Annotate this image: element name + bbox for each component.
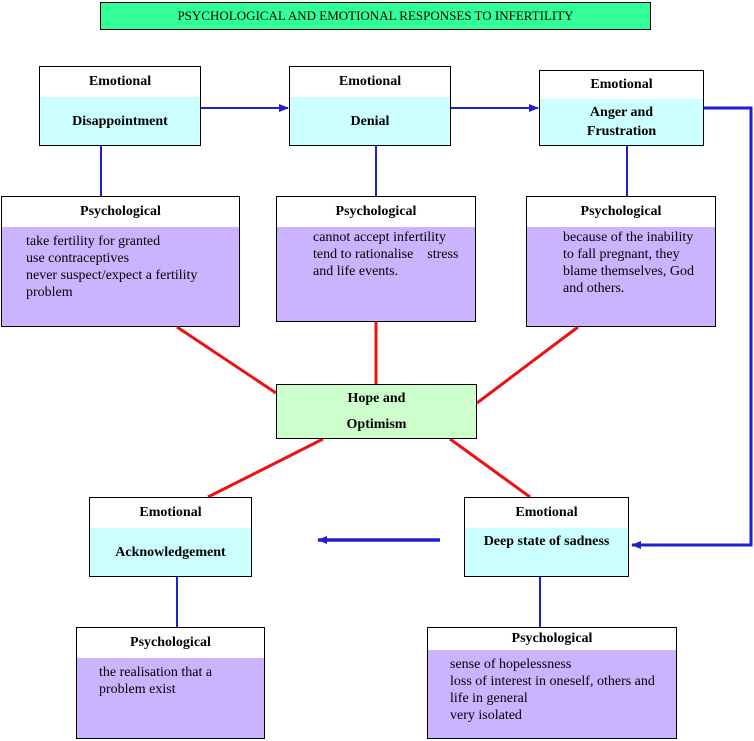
psychological-header: Psychological bbox=[77, 628, 264, 659]
emotional-label: Disappointment bbox=[40, 97, 200, 145]
diagram-title: PSYCHOLOGICAL AND EMOTIONAL RESPONSES TO… bbox=[100, 2, 651, 30]
psychological-text: sense of hopelessness loss of interest i… bbox=[428, 650, 676, 738]
emotional-header: Emotional bbox=[290, 67, 450, 98]
arrow-anger-to-sadness bbox=[631, 106, 753, 549]
emotional-box-disappointment: Emotional Disappointment bbox=[39, 66, 201, 146]
psychological-header: Psychological bbox=[527, 197, 715, 228]
emotional-box-anger-frustration: Emotional Anger and Frustration bbox=[539, 70, 704, 146]
emotional-header: Emotional bbox=[540, 71, 703, 100]
psychological-header: Psychological bbox=[277, 197, 475, 228]
center-box-hope-optimism: Hope and Optimism bbox=[276, 384, 477, 439]
psychological-box-acknowledgement: Psychological the realisation that a pro… bbox=[76, 627, 265, 739]
psychological-text: cannot accept infertility tend to ration… bbox=[277, 227, 475, 321]
emotional-label: Anger and Frustration bbox=[540, 99, 703, 145]
psychological-box-anger-frustration: Psychological because of the inability t… bbox=[526, 196, 716, 327]
red-line-hope-acknowledgement bbox=[207, 437, 324, 499]
psychological-text: the realisation that a problem exist bbox=[77, 658, 264, 738]
psychological-header: Psychological bbox=[428, 628, 676, 651]
psychological-text: because of the inability to fall pregnan… bbox=[527, 227, 715, 326]
emotional-box-denial: Emotional Denial bbox=[289, 66, 451, 146]
psychological-box-disappointment: Psychological take fertility for granted… bbox=[1, 196, 240, 327]
emotional-box-deep-sadness: Emotional Deep state of sadness bbox=[464, 497, 629, 577]
psychological-text: take fertility for granted use contracep… bbox=[2, 227, 239, 326]
emotional-label: Deep state of sadness bbox=[465, 528, 628, 576]
emotional-label: Acknowledgement bbox=[90, 528, 251, 576]
emotional-box-acknowledgement: Emotional Acknowledgement bbox=[89, 497, 252, 577]
red-line-hope-sadness bbox=[449, 437, 531, 499]
red-line-disappointment-hope bbox=[176, 325, 277, 395]
emotional-label: Denial bbox=[290, 97, 450, 145]
psychological-box-denial: Psychological cannot accept infertility … bbox=[276, 196, 476, 322]
psychological-header: Psychological bbox=[2, 197, 239, 228]
red-line-anger-hope bbox=[476, 325, 579, 405]
emotional-header: Emotional bbox=[40, 67, 200, 98]
emotional-header: Emotional bbox=[90, 498, 251, 529]
emotional-header: Emotional bbox=[465, 498, 628, 529]
psychological-box-deep-sadness: Psychological sense of hopelessness loss… bbox=[427, 627, 677, 739]
